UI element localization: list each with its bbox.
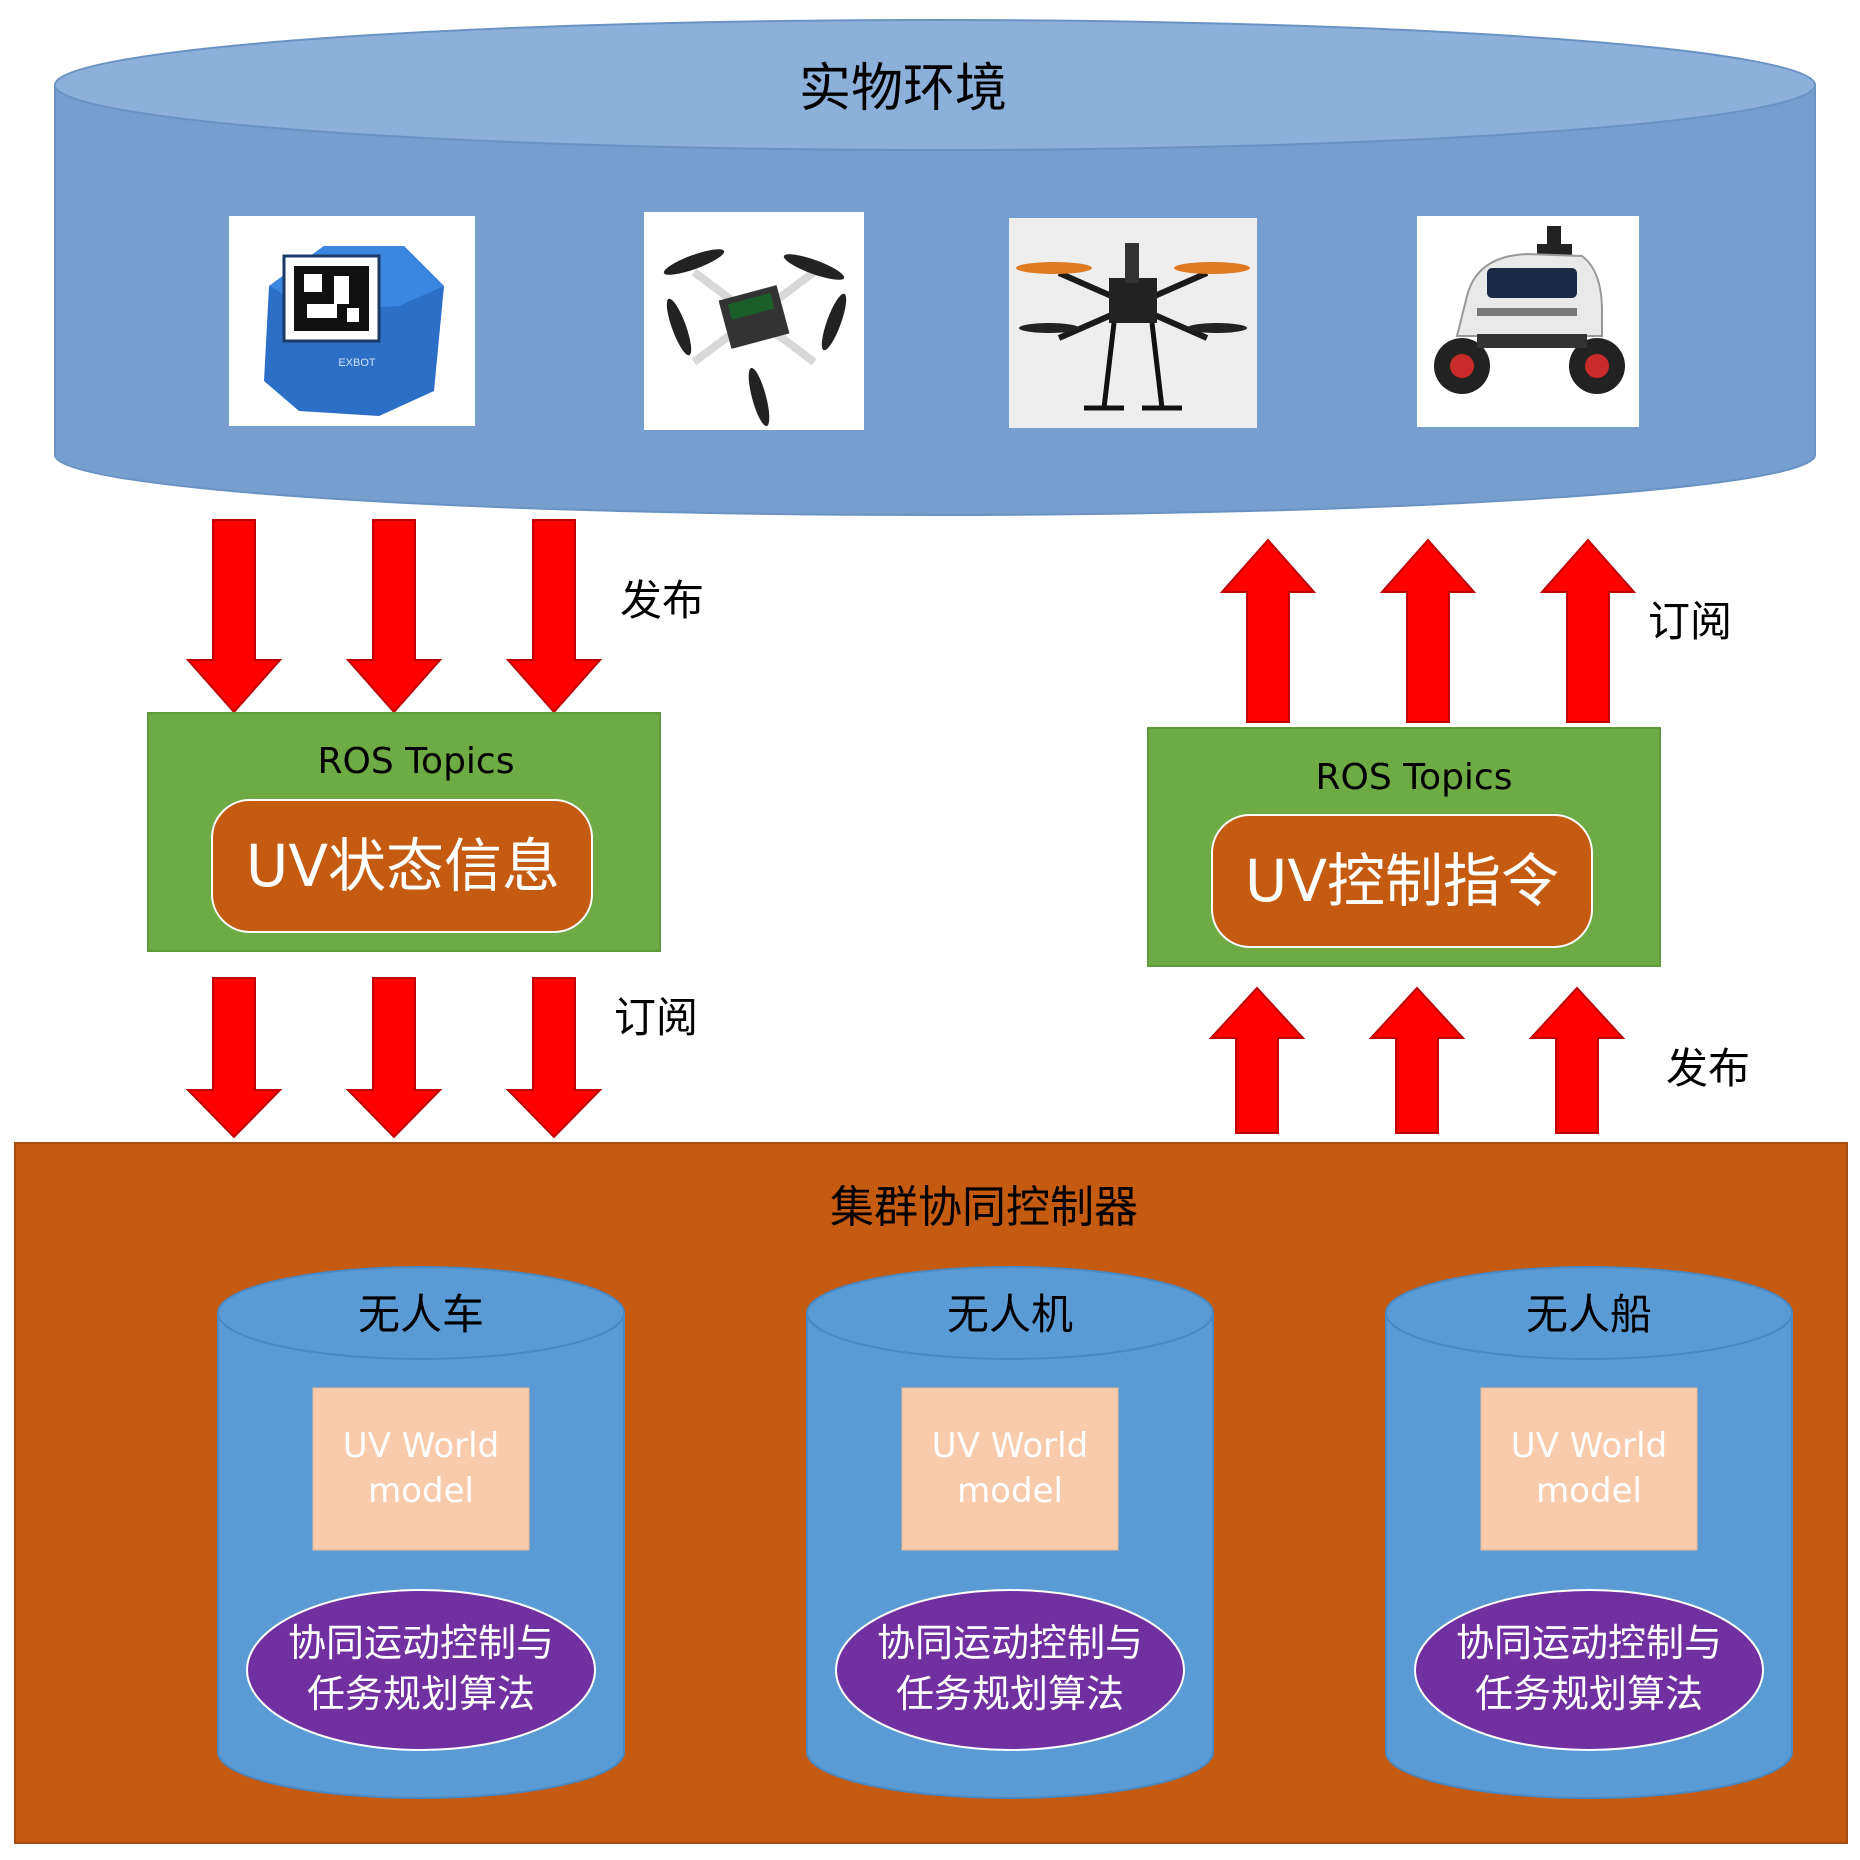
uv-status-label: UV状态信息 [245, 832, 561, 900]
algorithm-label-boat-2: 任务规划算法 [1474, 1672, 1704, 1716]
vehicle-name-boat: 无人船 [1525, 1290, 1653, 1339]
ar-tag-robot-icon: EXBOT [229, 216, 475, 426]
publish-label-upper: 发布 [619, 576, 705, 625]
quadcopter-drone-icon [1009, 218, 1257, 428]
algorithm-ellipse-drone [835, 1589, 1185, 1751]
vehicle-name-car: 无人车 [357, 1290, 485, 1339]
algorithm-ellipse-car [246, 1589, 596, 1751]
vehicle-name-drone: 无人机 [946, 1290, 1074, 1339]
world-model-label-boat-1: UV World [1510, 1426, 1668, 1466]
mini-quadcopter-icon [644, 212, 864, 430]
environment-cylinder [54, 19, 1816, 516]
publish-arrows-down-upper [185, 519, 603, 714]
svg-text:EXBOT: EXBOT [338, 357, 376, 369]
subscribe-label-upper: 订阅 [1647, 597, 1733, 646]
uv-command-pill [1211, 814, 1593, 948]
uv-command-label: UV控制指令 [1244, 847, 1560, 915]
world-model-label-car-1: UV World [342, 1426, 500, 1466]
algorithm-label-car-1: 协同运动控制与 [287, 1621, 555, 1665]
subscribe-label-lower: 订阅 [613, 993, 699, 1042]
world-model-box-car [312, 1387, 530, 1551]
world-model-label-car-2: model [368, 1471, 474, 1511]
algorithm-label-drone-1: 协同运动控制与 [876, 1621, 1144, 1665]
publish-arrows-up-lower [1208, 986, 1626, 1134]
environment-title: 实物环境 [798, 59, 1008, 119]
wheeled-rover-icon [1417, 216, 1639, 427]
subscribe-arrows-up-upper [1219, 538, 1637, 723]
algorithm-ellipse-boat [1414, 1589, 1764, 1751]
controller-title: 集群协同控制器 [830, 1182, 1138, 1233]
subscribe-arrows-down-lower [185, 977, 603, 1139]
ros-topics-left-header: ROS Topics [317, 741, 515, 782]
algorithm-label-boat-1: 协同运动控制与 [1455, 1621, 1723, 1665]
ros-topics-right-header: ROS Topics [1315, 757, 1513, 798]
world-model-label-boat-2: model [1536, 1471, 1642, 1511]
publish-label-lower: 发布 [1665, 1044, 1751, 1093]
uv-status-pill [211, 799, 593, 933]
world-model-label-drone-2: model [957, 1471, 1063, 1511]
world-model-label-drone-1: UV World [931, 1426, 1089, 1466]
world-model-box-boat [1480, 1387, 1698, 1551]
algorithm-label-car-2: 任务规划算法 [306, 1672, 536, 1716]
algorithm-label-drone-2: 任务规划算法 [895, 1672, 1125, 1716]
world-model-box-drone [901, 1387, 1119, 1551]
